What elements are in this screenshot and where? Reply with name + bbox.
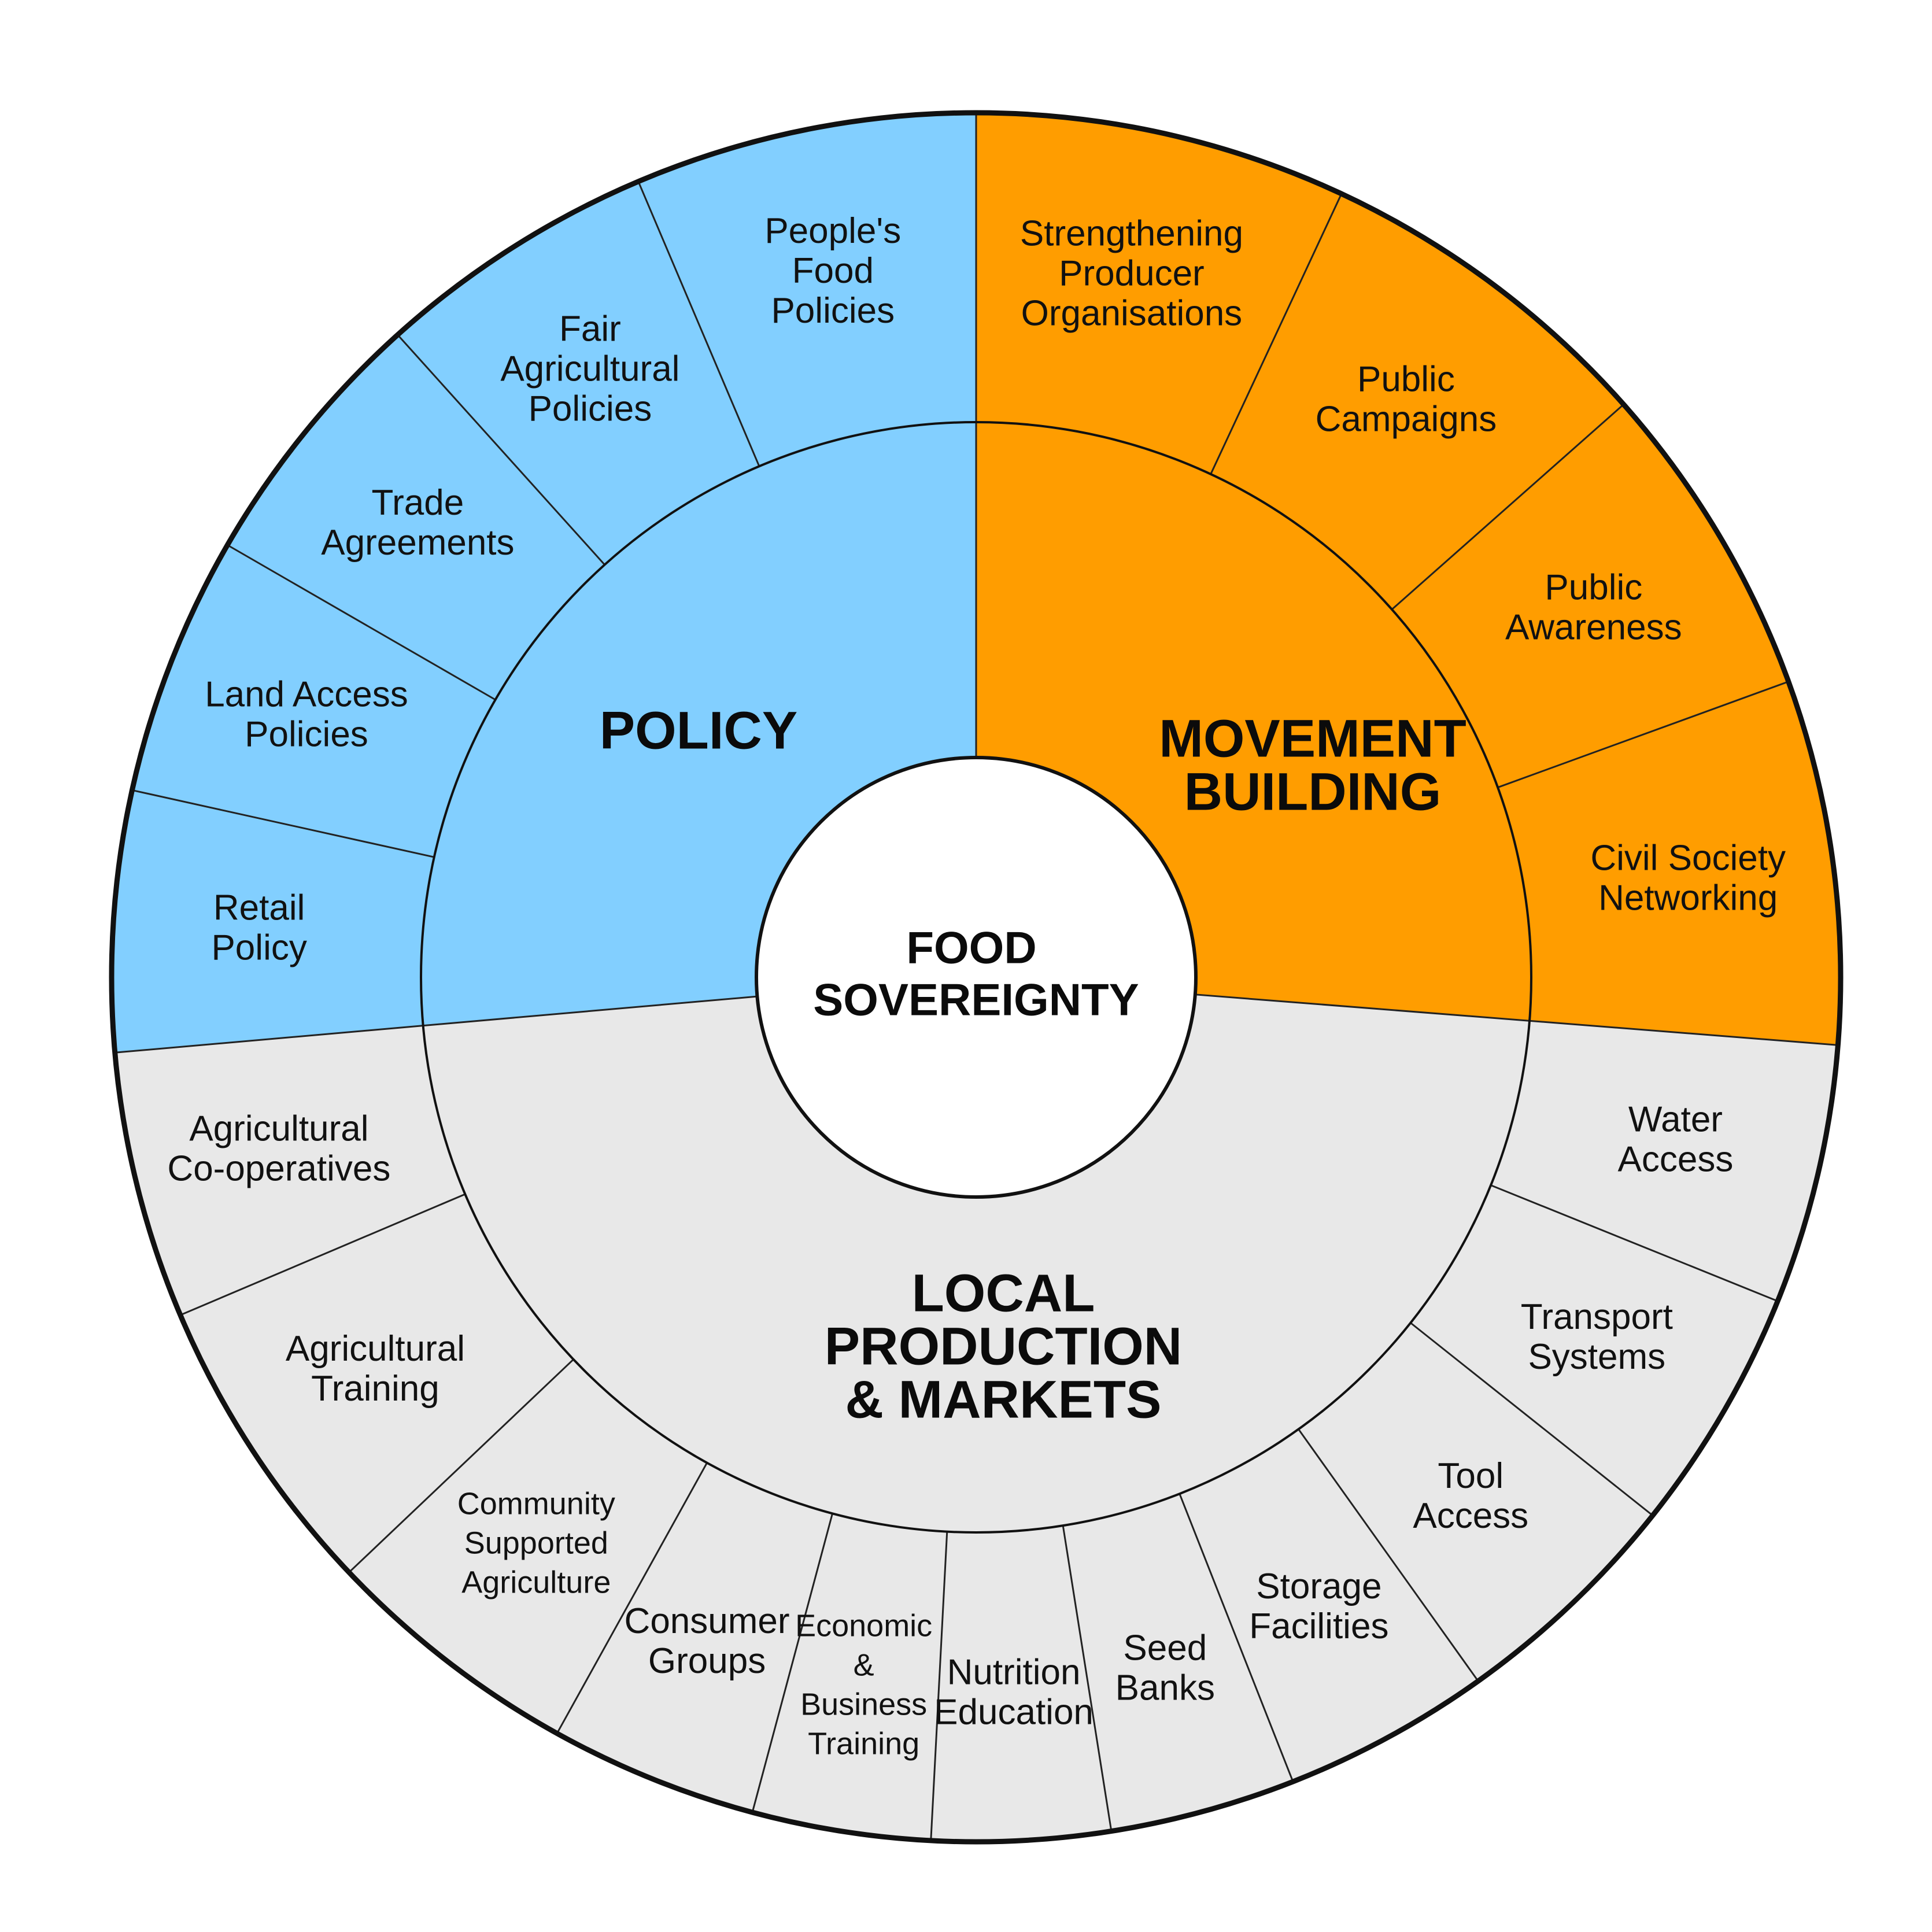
divider-lines <box>109 110 1844 1845</box>
movement-inner-segment <box>976 422 1531 1021</box>
outer-divider-line <box>227 544 496 701</box>
inner-ring <box>420 422 1531 1533</box>
policy-inner-segment <box>420 422 976 1026</box>
outer-divider-line <box>1062 1525 1113 1831</box>
outer-divider-line <box>1210 193 1343 475</box>
policy-outer-segment <box>111 113 976 1053</box>
outer-divider-line <box>637 181 760 467</box>
middle-border <box>420 421 1532 1534</box>
outer-divider-line <box>132 789 435 858</box>
outer-divider-line <box>1298 1428 1479 1682</box>
outer-border <box>109 110 1844 1845</box>
policy-boundary-line <box>114 995 758 1054</box>
policy-category-label: POLICY <box>600 701 797 760</box>
outer-divider-line <box>1490 1184 1778 1302</box>
outer-divider-line <box>751 1513 833 1813</box>
local-outer-segment <box>114 1021 1838 1842</box>
movement-outer-segment <box>976 113 1841 1046</box>
local-boundary-line <box>1195 993 1838 1046</box>
outer-ring <box>111 113 1841 1842</box>
outer-divider-line <box>397 334 605 566</box>
outer-divider-line <box>1497 681 1789 789</box>
outer-divider-line <box>1179 1493 1294 1782</box>
outer-divider-line <box>930 1531 948 1841</box>
outer-divider-line <box>1391 404 1624 611</box>
outer-divider-line <box>348 1358 574 1573</box>
outer-divider-line <box>556 1462 708 1734</box>
outer-divider-line <box>1410 1322 1653 1516</box>
center-circle <box>755 756 1198 1199</box>
outer-divider-line <box>180 1193 466 1316</box>
local-inner-segment <box>423 994 1530 1533</box>
